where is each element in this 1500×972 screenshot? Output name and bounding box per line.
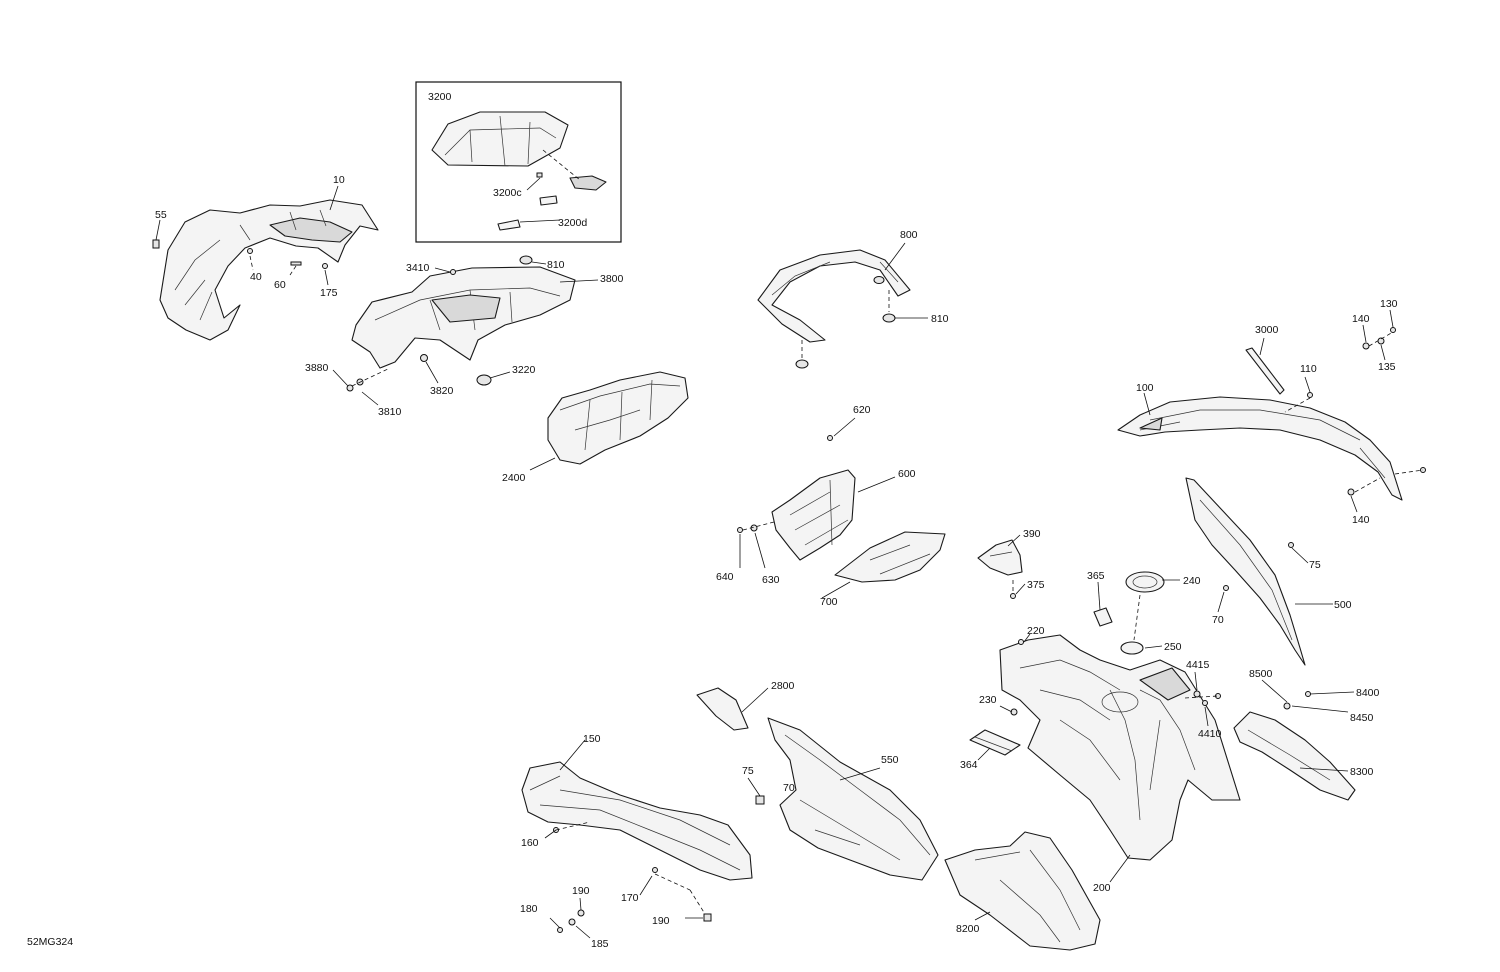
callout-160: 160	[521, 837, 539, 849]
callout-810-top: 810	[547, 259, 565, 271]
callout-8300: 8300	[1350, 766, 1374, 778]
part-500-panel	[1185, 477, 1306, 666]
callout-550: 550	[881, 754, 899, 766]
callout-8200: 8200	[956, 923, 980, 935]
part-150-fairing	[521, 761, 753, 881]
part-240-ring	[1125, 571, 1165, 593]
callout-55: 55	[155, 209, 167, 221]
part-700-cover	[834, 531, 946, 583]
callout-700: 700	[820, 596, 838, 608]
part-364	[969, 729, 1021, 756]
callout-10: 10	[333, 174, 345, 186]
callout-2400: 2400	[502, 472, 526, 484]
callout-140-top: 140	[1352, 313, 1370, 325]
callout-230: 230	[979, 694, 997, 706]
callout-8450: 8450	[1350, 712, 1374, 724]
figure-code: 52MG324	[27, 936, 73, 948]
callout-3200d: 3200d	[558, 217, 587, 229]
callout-375: 375	[1027, 579, 1045, 591]
callout-620: 620	[853, 404, 871, 416]
callout-630: 630	[762, 574, 780, 586]
callout-70-left: 70	[783, 782, 795, 794]
callout-500: 500	[1334, 599, 1352, 611]
callout-3000: 3000	[1255, 324, 1279, 336]
callout-364: 364	[960, 759, 978, 771]
callout-180: 180	[520, 903, 538, 915]
callout-130: 130	[1380, 298, 1398, 310]
part-365	[1093, 607, 1113, 627]
part-10-front-fairing	[159, 199, 379, 341]
callout-3200: 3200	[428, 91, 452, 103]
callout-2800: 2800	[771, 680, 795, 692]
part-250-seal	[1120, 641, 1144, 655]
callout-75-left: 75	[742, 765, 754, 777]
callout-190-top: 190	[572, 885, 590, 897]
callout-140-bottom: 140	[1352, 514, 1370, 526]
callout-190-right: 190	[652, 915, 670, 927]
callout-185: 185	[591, 938, 609, 950]
callout-640: 640	[716, 571, 734, 583]
callout-70-right: 70	[1212, 614, 1224, 626]
callout-labels: 10 55 40 60 175 3200 3200c 3200d 3410 81…	[27, 91, 1398, 950]
callout-3220: 3220	[512, 364, 536, 376]
part-3800-support	[351, 266, 576, 369]
callout-810-right: 810	[931, 313, 949, 325]
callout-3810: 3810	[378, 406, 402, 418]
inset-3200	[415, 81, 622, 243]
part-8200-panel	[944, 831, 1101, 951]
leader-lines	[155, 177, 1424, 939]
callout-220: 220	[1027, 625, 1045, 637]
part-2400-cluster	[547, 371, 689, 465]
callout-600: 600	[898, 468, 916, 480]
callout-60: 60	[274, 279, 286, 291]
callout-4415: 4415	[1186, 659, 1210, 671]
callout-150: 150	[583, 733, 601, 745]
callout-240: 240	[1183, 575, 1201, 587]
callout-8500: 8500	[1249, 668, 1273, 680]
callout-40: 40	[250, 271, 262, 283]
callout-110: 110	[1300, 363, 1317, 375]
part-200-console	[999, 634, 1241, 861]
callout-3200c: 3200c	[493, 187, 522, 199]
callout-135: 135	[1378, 361, 1396, 373]
part-2800-trim	[696, 687, 749, 731]
callout-200: 200	[1093, 882, 1111, 894]
callout-170: 170	[621, 892, 639, 904]
callout-8400: 8400	[1356, 687, 1380, 699]
part-100-rear-fender	[1117, 396, 1403, 501]
part-800-handle	[757, 249, 911, 343]
part-3000-strip	[1245, 347, 1285, 395]
callout-3820: 3820	[430, 385, 454, 397]
callout-3880: 3880	[305, 362, 329, 374]
part-600-bracket	[771, 469, 856, 561]
callout-4410: 4410	[1198, 728, 1222, 740]
callout-175: 175	[320, 287, 338, 299]
callout-250: 250	[1164, 641, 1182, 653]
callout-365: 365	[1087, 570, 1105, 582]
callout-3410: 3410	[406, 262, 430, 274]
callout-3800: 3800	[600, 273, 624, 285]
callout-100: 100	[1136, 382, 1154, 394]
part-8300-trim	[1233, 711, 1356, 801]
part-390-bracket	[977, 539, 1023, 576]
part-550-panel	[767, 717, 939, 881]
callout-800: 800	[900, 229, 918, 241]
callout-390: 390	[1023, 528, 1041, 540]
callout-75-right: 75	[1309, 559, 1321, 571]
